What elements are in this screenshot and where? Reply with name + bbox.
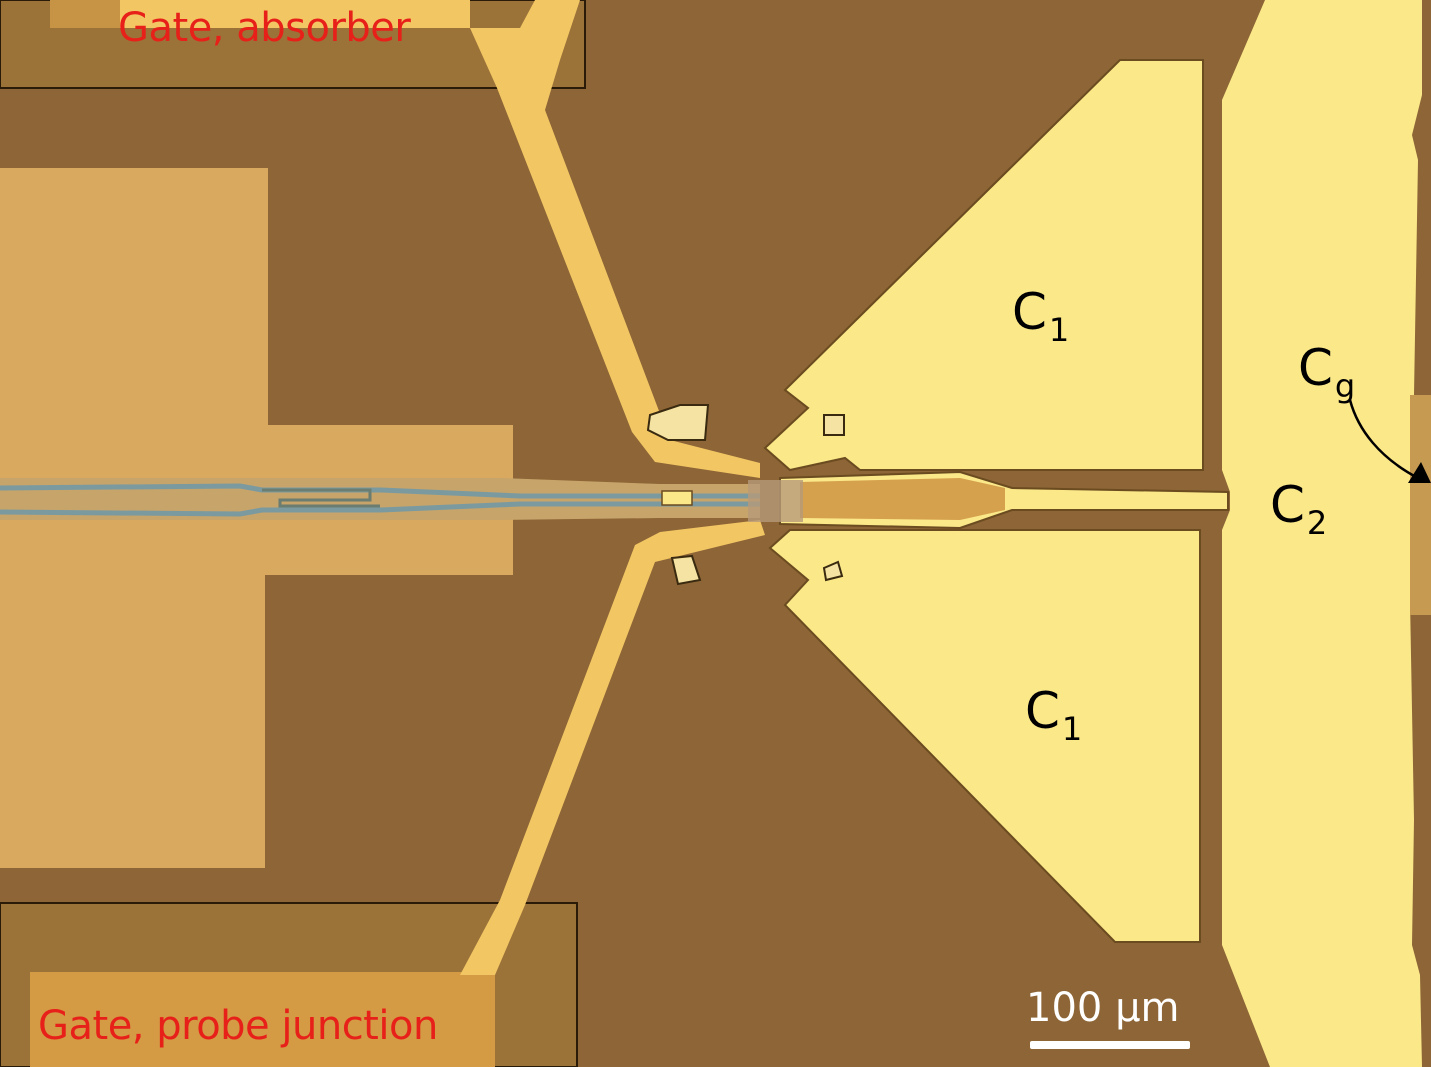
c1-bottom-electrode — [768, 529, 1201, 943]
cg-arrow-line — [1348, 399, 1419, 480]
scale-bar — [1030, 1041, 1190, 1049]
feedline-taper — [800, 478, 1005, 520]
cg-gap-edge — [1410, 395, 1431, 615]
meander — [262, 488, 380, 508]
waveguide-line-bottom — [0, 501, 760, 517]
label-cg: Cg — [1298, 339, 1356, 405]
bottom-gate-lead — [460, 520, 765, 975]
junction-stub — [661, 490, 693, 506]
cg-arrow-head — [1408, 462, 1431, 483]
c1-top-electrode — [763, 59, 1204, 472]
label-gate-probe: Gate, probe junction — [38, 1003, 438, 1049]
c2-electrode — [1222, 0, 1422, 1067]
particle-small — [822, 560, 844, 582]
particle-square — [823, 414, 845, 436]
scale-bar-label: 100 µm — [1026, 985, 1180, 1031]
label-gate-absorber: Gate, absorber — [118, 5, 411, 51]
label-c1-bottom: C1 — [1025, 682, 1083, 748]
label-c1-top: C1 — [1012, 283, 1070, 349]
label-c2: C2 — [1270, 476, 1328, 542]
bottom-gate-pad-inner — [30, 972, 495, 1067]
particle-top — [646, 404, 710, 441]
particle-bottom — [670, 554, 702, 586]
junction-region — [748, 480, 803, 522]
top-gate-lead — [470, 0, 760, 478]
top-gate-strip — [120, 0, 470, 28]
